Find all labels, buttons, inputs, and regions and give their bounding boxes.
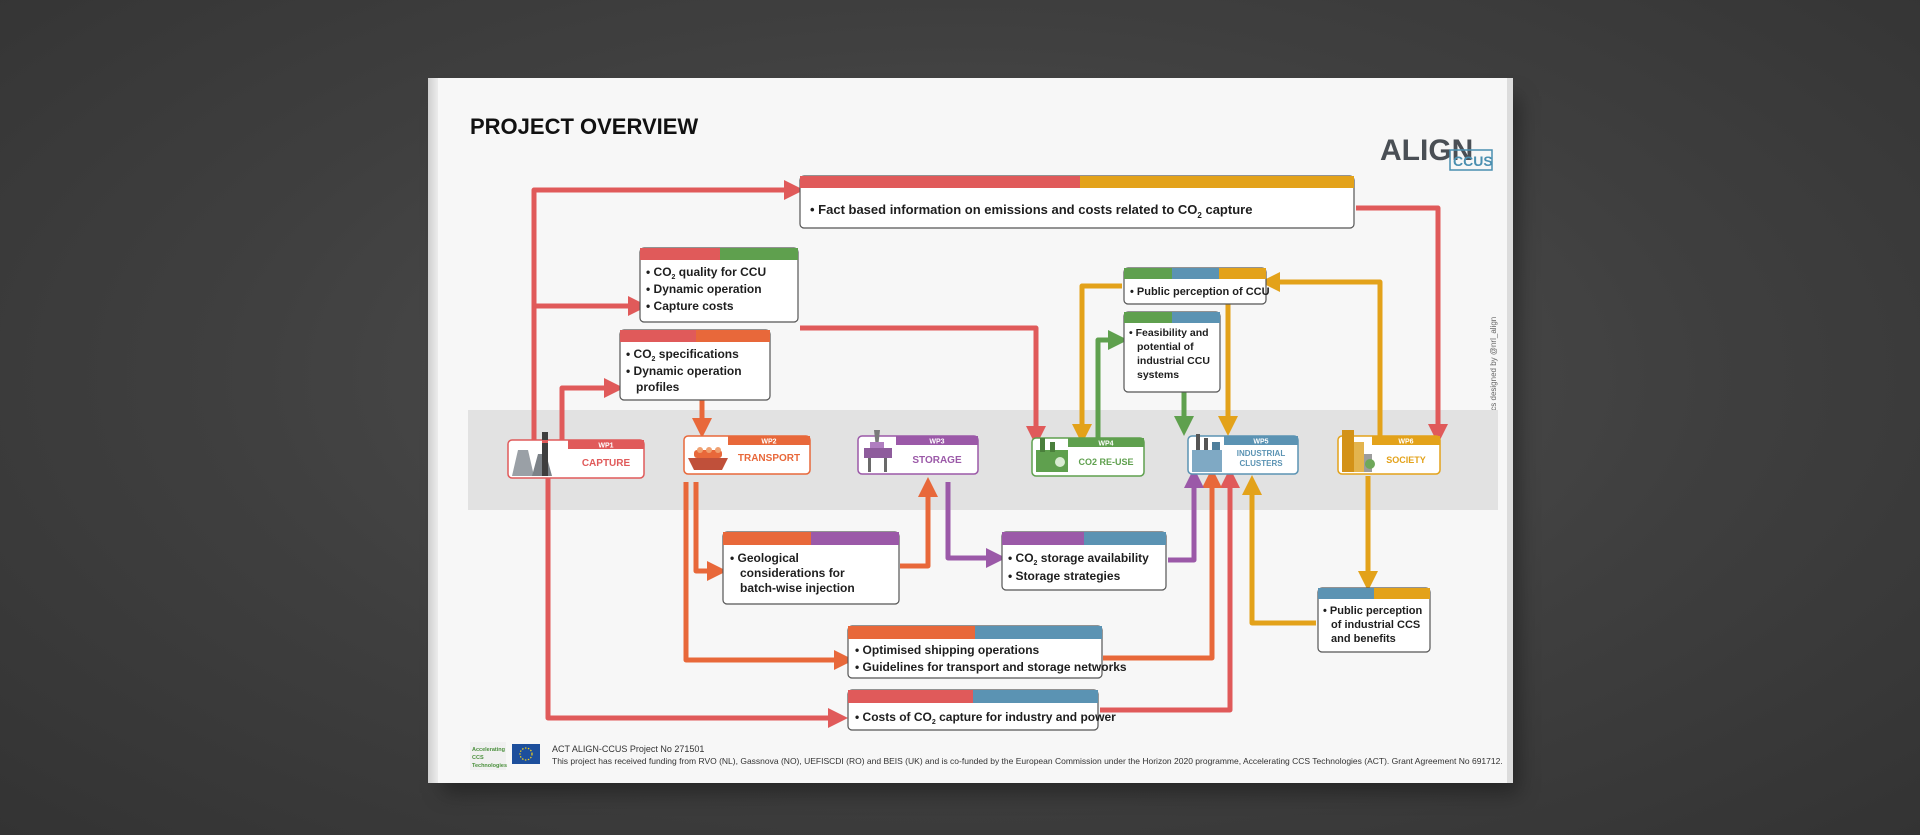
svg-text:• Dynamic operation: • Dynamic operation (626, 364, 742, 378)
arrow-reuse-feasibility (1095, 330, 1128, 438)
footer-project-line: ACT ALIGN-CCUS Project No 271501 (552, 744, 704, 754)
footer: Accelerating CCS Technologies ACT ALIGN-… (470, 742, 1503, 770)
arrow-transport-geological (693, 482, 727, 581)
arrow-geological-storage (900, 477, 938, 569)
arrow-shipping-clusters (1103, 468, 1222, 661)
box-co2-specifications: • CO2 specifications • Dynamic operation… (619, 329, 771, 401)
svg-text:• CO2 storage availability: • CO2 storage availability (1008, 551, 1149, 567)
project-overview-diagram: PROJECT OVERVIEW ALIGN CCUS Art @aligncu… (468, 114, 1503, 770)
svg-text:of industrial CCS: of industrial CCS (1331, 619, 1420, 631)
arrows (531, 180, 1448, 728)
svg-text:• CO2 specifications: • CO2 specifications (626, 347, 739, 363)
svg-text:• Guidelines for transport and: • Guidelines for transport and storage n… (855, 660, 1127, 674)
svg-text:• Dynamic operation: • Dynamic operation (646, 282, 762, 296)
arrow-society-public-ccu (1260, 272, 1383, 446)
svg-text:considerations for: considerations for (740, 566, 845, 580)
svg-text:TRANSPORT: TRANSPORT (738, 453, 800, 464)
power-plant-icon (512, 432, 552, 476)
svg-text:• Storage strategies: • Storage strategies (1008, 569, 1121, 583)
arrow-capture-quality (531, 296, 648, 446)
city-icon (1342, 430, 1375, 472)
svg-text:SOCIETY: SOCIETY (1386, 455, 1426, 465)
wp1-capture: WP1 CAPTURE (507, 432, 645, 479)
align-ccus-logo: ALIGN CCUS (1380, 134, 1493, 171)
box-geological: • Geological considerations for batch-wi… (722, 531, 900, 605)
box-public-perception-ccs: • Public perception of industrial CCS an… (1317, 587, 1431, 653)
svg-text:• Public perception of CCU: • Public perception of CCU (1130, 286, 1270, 298)
box-co2-quality: • CO2 quality for CCU • Dynamic operatio… (639, 247, 799, 323)
svg-text:• CO2 quality for CCU: • CO2 quality for CCU (646, 265, 766, 281)
box-fact-information: • Fact based information on emissions an… (799, 175, 1355, 229)
arrow-storage-availability (945, 482, 1006, 568)
svg-text:CCS: CCS (472, 755, 484, 761)
arrow-public-ccs-clusters (1242, 475, 1316, 626)
svg-text:WP5: WP5 (1253, 439, 1268, 446)
arrow-public-ccu-reuse (1072, 283, 1122, 444)
poster: PROJECT OVERVIEW ALIGN CCUS Art @aligncu… (428, 78, 1519, 793)
poster-edge (428, 78, 438, 783)
ship-icon (688, 447, 728, 470)
offshore-platform-icon (864, 430, 892, 472)
arrow-quality-reuse (800, 325, 1046, 446)
svg-text:STORAGE: STORAGE (912, 455, 962, 466)
arrow-capture-specs (559, 378, 624, 448)
svg-text:INDUSTRIAL: INDUSTRIAL (1237, 449, 1286, 458)
svg-text:WP2: WP2 (761, 439, 776, 446)
wp3-storage: WP3 STORAGE (857, 430, 979, 475)
box-shipping: • Optimised shipping operations • Guidel… (847, 625, 1127, 679)
svg-text:• Costs of CO2 capture for ind: • Costs of CO2 capture for industry and … (855, 710, 1116, 726)
svg-text:CO2 RE-USE: CO2 RE-USE (1078, 457, 1133, 467)
svg-text:• Fact based information on em: • Fact based information on emissions an… (810, 202, 1252, 220)
svg-text:Technologies: Technologies (472, 763, 507, 769)
svg-text:• Public perception: • Public perception (1323, 605, 1422, 617)
svg-text:systems: systems (1137, 369, 1179, 381)
act-logo: Accelerating CCS Technologies (470, 742, 507, 770)
box-storage-availability: • CO2 storage availability • Storage str… (1001, 531, 1167, 591)
svg-text:batch-wise injection: batch-wise injection (740, 581, 855, 595)
svg-text:CLUSTERS: CLUSTERS (1239, 459, 1283, 468)
arrow-availability-clusters (1168, 468, 1204, 563)
chemical-plant-icon (1036, 438, 1068, 472)
eu-flag-icon (512, 744, 540, 764)
svg-text:• Optimised shipping operation: • Optimised shipping operations (855, 643, 1040, 657)
svg-text:• Geological: • Geological (730, 551, 799, 565)
svg-text:WP3: WP3 (929, 439, 944, 446)
wp6-society: WP6 SOCIETY (1337, 430, 1441, 475)
arrow-capture-costs (545, 478, 848, 728)
logo-frame (1449, 149, 1493, 171)
svg-text:industrial CCU: industrial CCU (1137, 355, 1210, 367)
factory-icon (1192, 434, 1222, 472)
arrow-costs-clusters (1100, 468, 1240, 713)
svg-text:Accelerating: Accelerating (472, 747, 505, 753)
box-public-perception-ccu: • Public perception of CCU (1123, 267, 1270, 305)
svg-text:profiles: profiles (636, 380, 680, 394)
wp4-co2-reuse: WP4 CO2 RE-USE (1031, 437, 1145, 477)
wp2-transport: WP2 TRANSPORT (683, 435, 811, 475)
logo-sub: CCUS (1453, 153, 1493, 169)
svg-text:CAPTURE: CAPTURE (582, 458, 631, 469)
page-title: PROJECT OVERVIEW (470, 114, 698, 139)
svg-text:WP1: WP1 (598, 443, 613, 450)
arrow-transport-shipping (683, 482, 854, 670)
poster-board: PROJECT OVERVIEW ALIGN CCUS Art @aligncu… (428, 78, 1513, 783)
wp5-industrial-clusters: WP5 INDUSTRIAL CLUSTERS (1187, 434, 1299, 475)
footer-funding-line: This project has received funding from R… (552, 756, 1503, 766)
arrow-fact-society (1356, 205, 1448, 444)
svg-text:WP6: WP6 (1398, 439, 1413, 446)
svg-text:WP4: WP4 (1098, 441, 1113, 448)
side-credit: Art @aligncus infographics designed by @… (1489, 317, 1498, 498)
svg-text:and benefits: and benefits (1331, 633, 1396, 645)
box-capture-costs: • Costs of CO2 capture for industry and … (847, 689, 1116, 731)
svg-text:• Capture costs: • Capture costs (646, 299, 734, 313)
svg-text:potential of: potential of (1137, 341, 1194, 353)
svg-text:• Feasibility and: • Feasibility and (1129, 327, 1209, 339)
box-feasibility-ccu: • Feasibility and potential of industria… (1123, 311, 1221, 393)
